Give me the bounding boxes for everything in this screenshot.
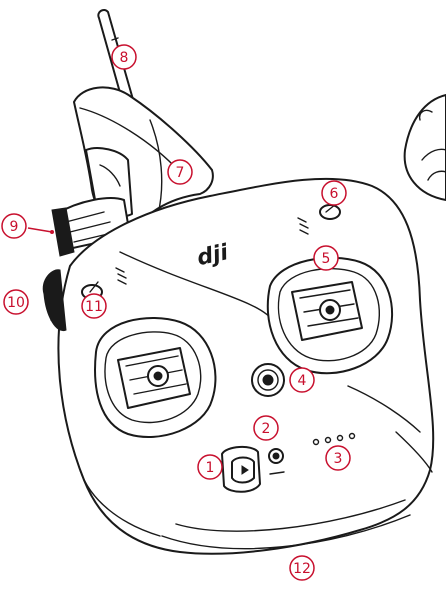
callout-9-label: 9 [10, 219, 19, 235]
callout-12-label: 12 [293, 561, 311, 577]
left-dial [43, 270, 66, 331]
drone-partial [405, 95, 446, 200]
callout-7-label: 7 [176, 165, 185, 181]
right-control-stick [268, 258, 392, 373]
callout-6: 6 [322, 181, 346, 205]
callout-9-leader [28, 228, 52, 232]
callout-2: 2 [254, 416, 278, 440]
callout-12: 12 [290, 556, 314, 580]
callout-1: 1 [198, 455, 222, 479]
callout-3: 3 [326, 446, 350, 470]
callout-4-label: 4 [298, 373, 307, 389]
callout-3-label: 3 [334, 451, 343, 467]
power-switch [222, 447, 260, 492]
callout-5: 5 [314, 246, 338, 270]
callout-2-label: 2 [262, 421, 271, 437]
callout-6-label: 6 [330, 186, 339, 202]
callout-8-label: 8 [120, 50, 129, 66]
callout-1-label: 1 [206, 460, 215, 476]
callout-11-label: 11 [85, 299, 103, 315]
callout-7: 7 [168, 160, 192, 184]
return-to-home-button [252, 364, 284, 396]
callout-9: 9 [2, 214, 26, 238]
callout-8: 8 [112, 45, 136, 69]
left-control-stick [95, 318, 215, 437]
callout-11: 11 [82, 294, 106, 318]
callout-4: 4 [290, 368, 314, 392]
callout-9-dot [50, 230, 54, 234]
callout-5-label: 5 [322, 251, 331, 267]
callout-10: 10 [4, 290, 28, 314]
callout-10-label: 10 [7, 295, 25, 311]
